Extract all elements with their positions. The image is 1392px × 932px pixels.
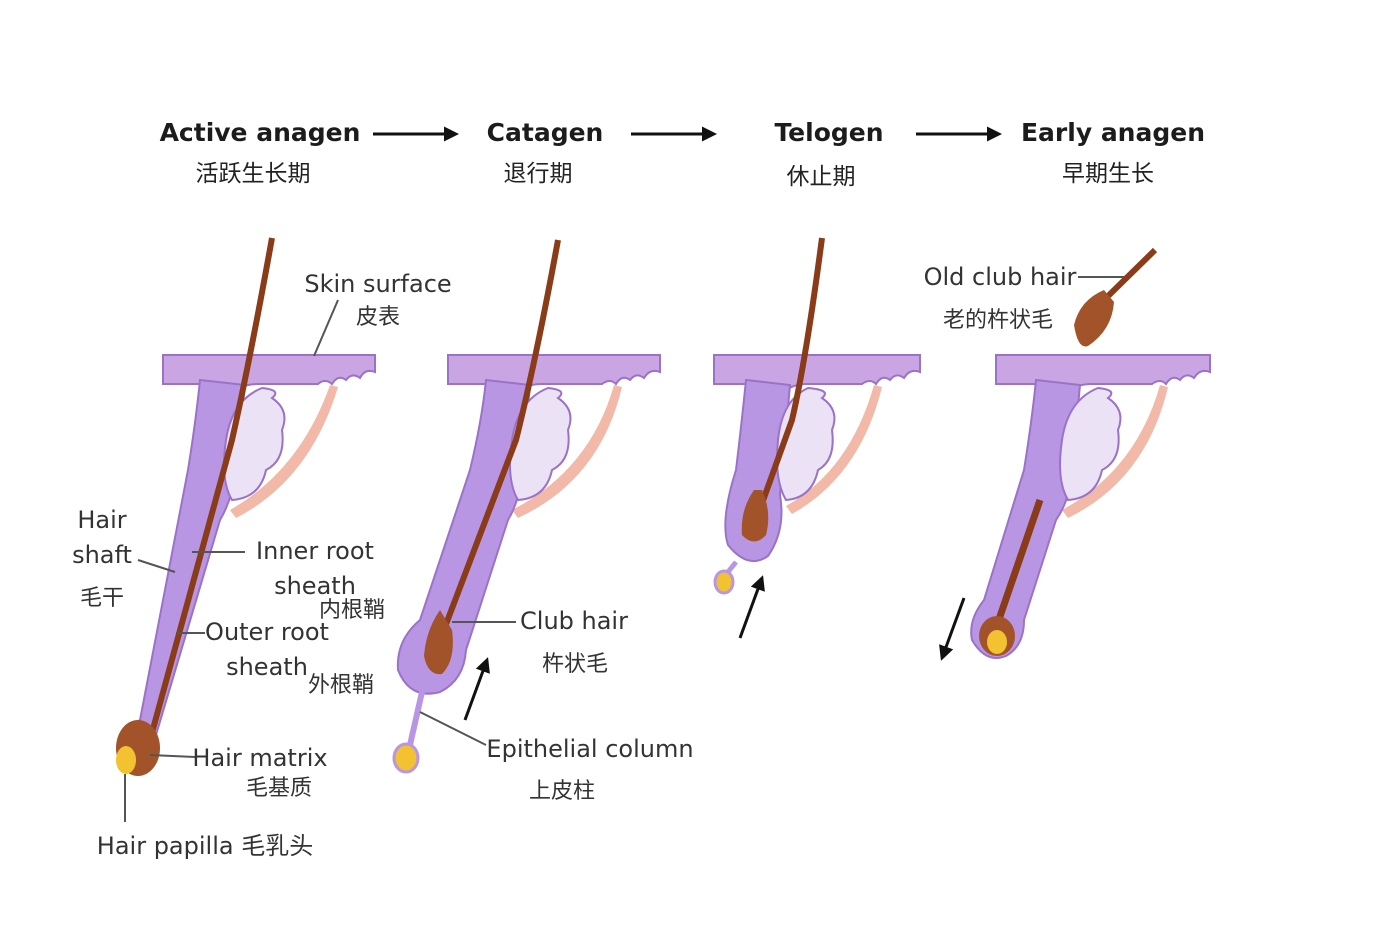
label-inner-root-line1: Inner root xyxy=(256,537,374,565)
label-skin-surface-zh: 皮表 xyxy=(356,305,400,330)
hair-papilla xyxy=(987,630,1007,654)
label-hair-matrix: Hair matrix xyxy=(192,744,327,772)
label-hair-shaft-line2: shaft xyxy=(72,541,132,569)
stage-title-active-anagen: Active anagen xyxy=(160,118,361,147)
follicle-catagen xyxy=(392,239,661,774)
label-hair-papilla: Hair papilla 毛乳头 xyxy=(97,832,313,860)
label-epithelial-column-zh: 上皮柱 xyxy=(529,779,595,804)
label-inner-root-zh: 内根鞘 xyxy=(319,598,385,623)
epithelial-column xyxy=(726,560,738,574)
stage-title-telogen: Telogen xyxy=(774,118,883,147)
sebaceous-gland xyxy=(509,386,572,502)
epithelial-column xyxy=(407,691,425,746)
old-club-hair-bulb xyxy=(1074,290,1114,347)
arrector-muscle xyxy=(230,385,338,518)
stage-header-3: Telogen 休止期 xyxy=(774,118,883,190)
label-old-club-hair: Old club hair xyxy=(924,263,1077,291)
hair-shaft xyxy=(147,237,275,741)
stage-subtitle-catagen: 退行期 xyxy=(504,161,573,187)
label-skin-surface: Skin surface xyxy=(304,270,451,298)
new-hair xyxy=(992,498,1044,630)
leader-epithelial-column xyxy=(419,711,487,746)
follicle-telogen xyxy=(713,237,921,639)
outer-root-sheath xyxy=(396,378,532,695)
label-outer-root-zh: 外根鞘 xyxy=(308,673,374,698)
follicle-early-anagen xyxy=(939,247,1211,661)
hair-shaft xyxy=(753,237,825,522)
stage-title-catagen: Catagen xyxy=(487,118,604,147)
stage-header-1: Active anagen 活跃生长期 xyxy=(160,118,361,187)
label-hair-shaft-zh: 毛干 xyxy=(80,586,124,611)
stage-header-4: Early anagen 早期生长 xyxy=(1021,118,1205,187)
label-club-hair: Club hair xyxy=(520,607,628,635)
arrector-muscle xyxy=(786,385,882,514)
hair-papilla xyxy=(713,569,735,595)
arrow-up-telogen xyxy=(738,575,765,639)
arrow-up-catagen xyxy=(463,657,490,721)
outer-root-sheath xyxy=(724,378,792,563)
follicle-active-anagen xyxy=(116,237,376,776)
outer-root-sheath xyxy=(970,378,1082,659)
leader-skin-surface xyxy=(313,299,339,357)
club-hair xyxy=(424,610,453,675)
label-hair-shaft-line1: Hair xyxy=(77,506,126,534)
stage-subtitle-early-anagen: 早期生长 xyxy=(1062,161,1154,187)
stage-subtitle-active-anagen: 活跃生长期 xyxy=(196,161,311,187)
label-club-hair-zh: 杵状毛 xyxy=(542,652,608,677)
stage-subtitle-telogen: 休止期 xyxy=(787,164,856,190)
label-outer-root-line1: Outer root xyxy=(205,618,329,646)
label-epithelial-column: Epithelial column xyxy=(486,735,693,763)
hair-papilla xyxy=(392,742,420,774)
old-club-hair xyxy=(1101,247,1158,303)
label-hair-matrix-zh: 毛基质 xyxy=(246,776,312,801)
label-outer-root-line2: sheath xyxy=(226,653,308,681)
leader-lines xyxy=(124,276,1124,822)
label-inner-root-line2: sheath xyxy=(274,572,356,600)
stage-title-early-anagen: Early anagen xyxy=(1021,118,1205,147)
label-old-club-hair-zh: 老的杵状毛 xyxy=(943,308,1053,333)
arrow-down-early-anagen xyxy=(939,597,966,661)
arrector-muscle xyxy=(1062,385,1168,518)
hair-papilla xyxy=(116,746,136,774)
leader-hair-shaft xyxy=(137,559,176,573)
sebaceous-gland xyxy=(1059,386,1122,502)
leader-hair-matrix xyxy=(149,754,196,758)
hair-shaft xyxy=(437,239,561,642)
stage-header-2: Catagen 退行期 xyxy=(487,118,604,187)
club-hair xyxy=(741,490,769,542)
arrector-muscle xyxy=(512,385,622,518)
